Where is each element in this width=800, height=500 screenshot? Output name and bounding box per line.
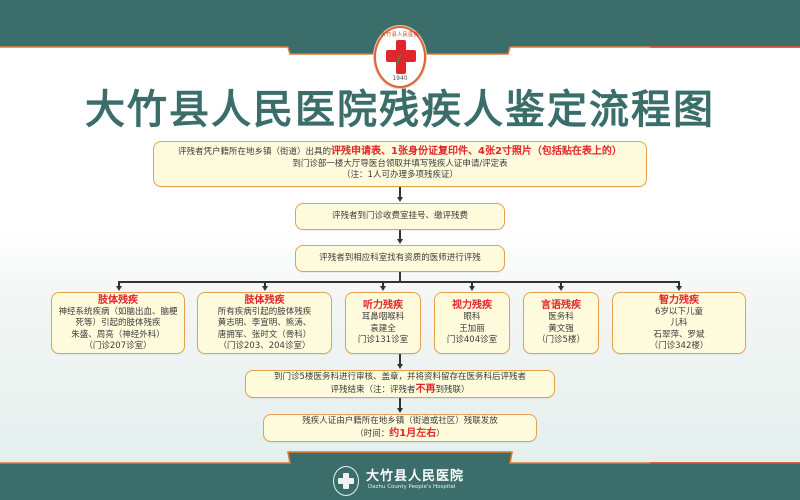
step-5-box: 残疾人证由户籍所在地乡镇（街道或社区）残联发放 （时间：约1月左右） [263, 414, 537, 442]
arrow-down-icon [557, 286, 564, 291]
connector [264, 282, 266, 287]
category-title: 听力残疾 [363, 300, 403, 312]
step-1-box: 评残者凭户籍所在地乡镇（街道）出具的评残申请表、1张身份证复印件、4张2寸照片（… [153, 141, 647, 187]
category-dept: 眼科 [463, 312, 481, 323]
step-5-line-2: （时间：约1月左右） [355, 428, 445, 441]
step-1-line-1: 评残者凭户籍所在地乡镇（街道）出具的评残申请表、1张身份证复印件、4张2寸照片（… [178, 146, 622, 159]
logo-ring-text: 大竹县人民医院 [380, 32, 420, 38]
connector [399, 230, 401, 240]
footer-hospital-emblem-icon [333, 466, 359, 496]
connector [471, 282, 473, 287]
category-box-vision: 视力残疾 眼科 王加丽 门诊404诊室 [434, 292, 510, 354]
step-5-line-1: 残疾人证由户籍所在地乡镇（街道或社区）残联发放 [302, 416, 498, 426]
step-5-time-highlight: 约1月左右 [389, 427, 437, 439]
step-1-line-1-prefix: 评残者凭户籍所在地乡镇（街道）出具的 [178, 147, 332, 158]
step-4-box: 到门诊5楼医务科进行审核、盖章，并将资料留存在医务科后评残者 评残结束（注：评残… [245, 370, 555, 398]
category-line: 所有疾病引起的肢体残疾 [217, 306, 312, 317]
step-4-line-1: 到门诊5楼医务科进行审核、盖章，并将资料留存在医务科后评残者 [274, 372, 526, 382]
red-cross-icon-bar [386, 50, 416, 62]
footer-band [0, 448, 800, 500]
connector [560, 282, 562, 287]
category-box-hearing: 听力残疾 耳鼻咽喉科 袁建全 门诊131诊室 [345, 292, 421, 354]
category-title: 肢体残疾 [244, 294, 285, 306]
step-4-line-2-prefix: 评残结束（注：评残者 [330, 384, 416, 395]
arrow-down-icon [396, 239, 403, 244]
step-3-text: 评残者到相应科室找有资质的医师进行评残 [319, 252, 481, 263]
arrow-down-icon [396, 197, 403, 202]
connector [399, 187, 401, 198]
arrow-down-icon [396, 364, 403, 369]
category-room: （门诊207诊室） [84, 341, 152, 351]
category-doctors: 王加丽 [459, 323, 485, 334]
connector [678, 282, 680, 287]
step-5-line-2-suffix: ） [436, 428, 445, 439]
category-line: 6岁以下儿童 [655, 306, 703, 317]
category-box-speech: 言语残疾 医务科 黄文强 （门诊5楼） [523, 292, 599, 354]
connector [118, 282, 120, 287]
category-doctors: 唐拥军、张时文（骨科） [217, 329, 312, 340]
step-2-box: 评残者到门诊收费室挂号、缴评残费 [295, 203, 505, 230]
category-title: 言语残疾 [541, 300, 581, 312]
category-dept: 耳鼻咽喉科 [361, 312, 405, 323]
category-room: （门诊342楼） [649, 341, 709, 351]
category-doctors: 石翠萍、罗斌 [653, 329, 705, 340]
category-room: （门诊5楼） [537, 335, 585, 346]
footer-hospital-name: 大竹县人民医院 [366, 469, 465, 484]
connector [399, 272, 401, 282]
category-doctors: 黄文强 [548, 323, 574, 334]
arrow-down-icon [468, 286, 475, 291]
category-line: 死等）引起的肢体残疾 [75, 318, 161, 328]
hospital-logo: 大竹县人民医院 1940 [374, 26, 426, 88]
category-doctors: 朱盛、周亮（神经外科） [71, 329, 165, 340]
arrow-down-icon [675, 286, 682, 291]
category-room: （门诊203、204诊室） [218, 341, 311, 351]
category-box-intellectual: 智力残疾 6岁以下儿童 儿科 石翠萍、罗斌 （门诊342楼） [612, 292, 746, 354]
step-4-line-2: 评残结束（注：评残者不再到残联） [330, 384, 469, 397]
step-1-required-docs: 评残申请表、1张身份证复印件、4张2寸照片（包括贴在表上的） [331, 146, 622, 158]
logo-year: 1940 [392, 75, 408, 82]
arrow-down-icon [379, 286, 386, 291]
category-dept: 儿科 [670, 318, 688, 328]
category-title: 肢体残疾 [98, 294, 138, 306]
connector [382, 282, 384, 287]
connector [399, 354, 401, 365]
step-4-highlight: 不再 [415, 383, 436, 395]
category-box-limb-neuro: 肢体残疾 神经系统疾病（如脑出血、脑梗 死等）引起的肢体残疾 朱盛、周亮（神经外… [51, 292, 185, 354]
cross-icon-bar [338, 478, 354, 484]
connector [399, 398, 401, 409]
step-5-line-2-prefix: （时间： [355, 428, 390, 439]
category-room: 门诊131诊室 [357, 335, 409, 346]
step-1-note: （注：1人可办理多项残疾证） [342, 170, 458, 181]
category-dept: 医务科 [548, 312, 574, 323]
step-4-line-2-suffix: 到残联） [435, 384, 470, 395]
category-doctors: 袁建全 [370, 323, 396, 334]
category-title: 智力残疾 [659, 294, 699, 306]
step-3-box: 评残者到相应科室找有资质的医师进行评残 [295, 245, 505, 272]
category-line: 神经系统疾病（如脑出血、脑梗 [58, 306, 178, 317]
category-title: 视力残疾 [452, 300, 492, 312]
footer-hospital-name-en: Dazhu County People's Hospital [368, 484, 456, 490]
arrow-down-icon [115, 286, 122, 291]
category-box-limb-ortho: 肢体残疾 所有疾病引起的肢体残疾 黄志明、李宣明、熊涛、 唐拥军、张时文（骨科）… [197, 292, 332, 354]
branch-line [118, 281, 680, 283]
category-room: 门诊404诊室 [446, 335, 498, 346]
step-1-line-2: 到门诊部一楼大厅导医台领取并填写残疾人证申请/评定表 [292, 158, 508, 169]
page-title: 大竹县人民医院残疾人鉴定流程图 [85, 87, 715, 133]
arrow-down-icon [261, 286, 268, 291]
step-2-text: 评残者到门诊收费室挂号、缴评残费 [331, 210, 468, 221]
category-doctors: 黄志明、李宣明、熊涛、 [217, 318, 312, 328]
arrow-down-icon [396, 408, 403, 413]
